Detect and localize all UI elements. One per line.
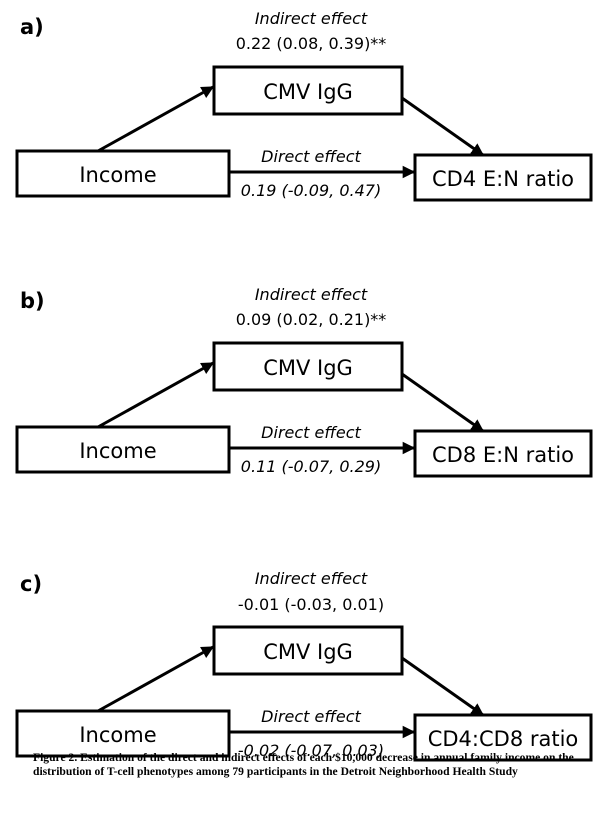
indirect-effect-title: Indirect effect xyxy=(255,285,368,304)
mediator-label: CMV IgG xyxy=(263,80,353,104)
exposure-label: Income xyxy=(79,723,156,747)
direct-effect-title: Direct effect xyxy=(261,147,361,166)
exposure-label: Income xyxy=(79,439,156,463)
panel-b: b) Indirect effect 0.09 (0.02, 0.21)** C… xyxy=(15,285,593,478)
panel-a: a) Indirect effect 0.22 (0.08, 0.39)** C… xyxy=(15,9,593,202)
indirect-effect-title: Indirect effect xyxy=(255,9,368,28)
outcome-label: CD4:CD8 ratio xyxy=(428,727,579,751)
exposure-label: Income xyxy=(79,163,156,187)
indirect-effect-value: 0.22 (0.08, 0.39)** xyxy=(236,34,387,53)
indirect-effect-value: -0.01 (-0.03, 0.01) xyxy=(238,595,384,614)
outcome-label: CD4 E:N ratio xyxy=(432,167,574,191)
panel-label: c) xyxy=(20,572,42,596)
mediator-box xyxy=(212,65,404,116)
mediator-label: CMV IgG xyxy=(263,356,353,380)
exposure-box xyxy=(15,149,231,198)
outcome-label: CD8 E:N ratio xyxy=(432,443,574,467)
mediator-box xyxy=(212,341,404,392)
direct-effect-value: 0.11 (-0.07, 0.29) xyxy=(241,457,381,476)
direct-effect-title: Direct effect xyxy=(261,707,361,726)
panel-label: a) xyxy=(20,15,44,39)
mediator-to-outcome-arrow xyxy=(401,96,485,157)
outcome-box xyxy=(413,713,593,762)
panel-label: b) xyxy=(20,289,45,313)
indirect-effect-title: Indirect effect xyxy=(255,569,368,588)
outcome-box xyxy=(413,153,593,202)
mediator-to-outcome-arrow xyxy=(401,656,485,717)
income-to-mediator-arrow xyxy=(97,645,215,713)
mediator-label: CMV IgG xyxy=(263,640,353,664)
figure-caption: Figure 2. Estimation of the direct and i… xyxy=(33,751,574,778)
mediator-box xyxy=(212,625,404,676)
direct-effect-value: -0.02 (-0.07, 0.03) xyxy=(238,741,384,760)
indirect-effect-value: 0.09 (0.02, 0.21)** xyxy=(236,310,387,329)
outcome-box xyxy=(413,429,593,478)
exposure-box xyxy=(15,709,231,758)
exposure-box xyxy=(15,425,231,474)
income-to-mediator-arrow xyxy=(97,361,215,429)
mediator-to-outcome-arrow xyxy=(401,372,485,433)
direct-effect-title: Direct effect xyxy=(261,423,361,442)
income-to-mediator-arrow xyxy=(97,85,215,153)
panel-c: c) Indirect effect -0.01 (-0.03, 0.01) C… xyxy=(15,569,593,762)
direct-effect-value: 0.19 (-0.09, 0.47) xyxy=(241,181,381,200)
